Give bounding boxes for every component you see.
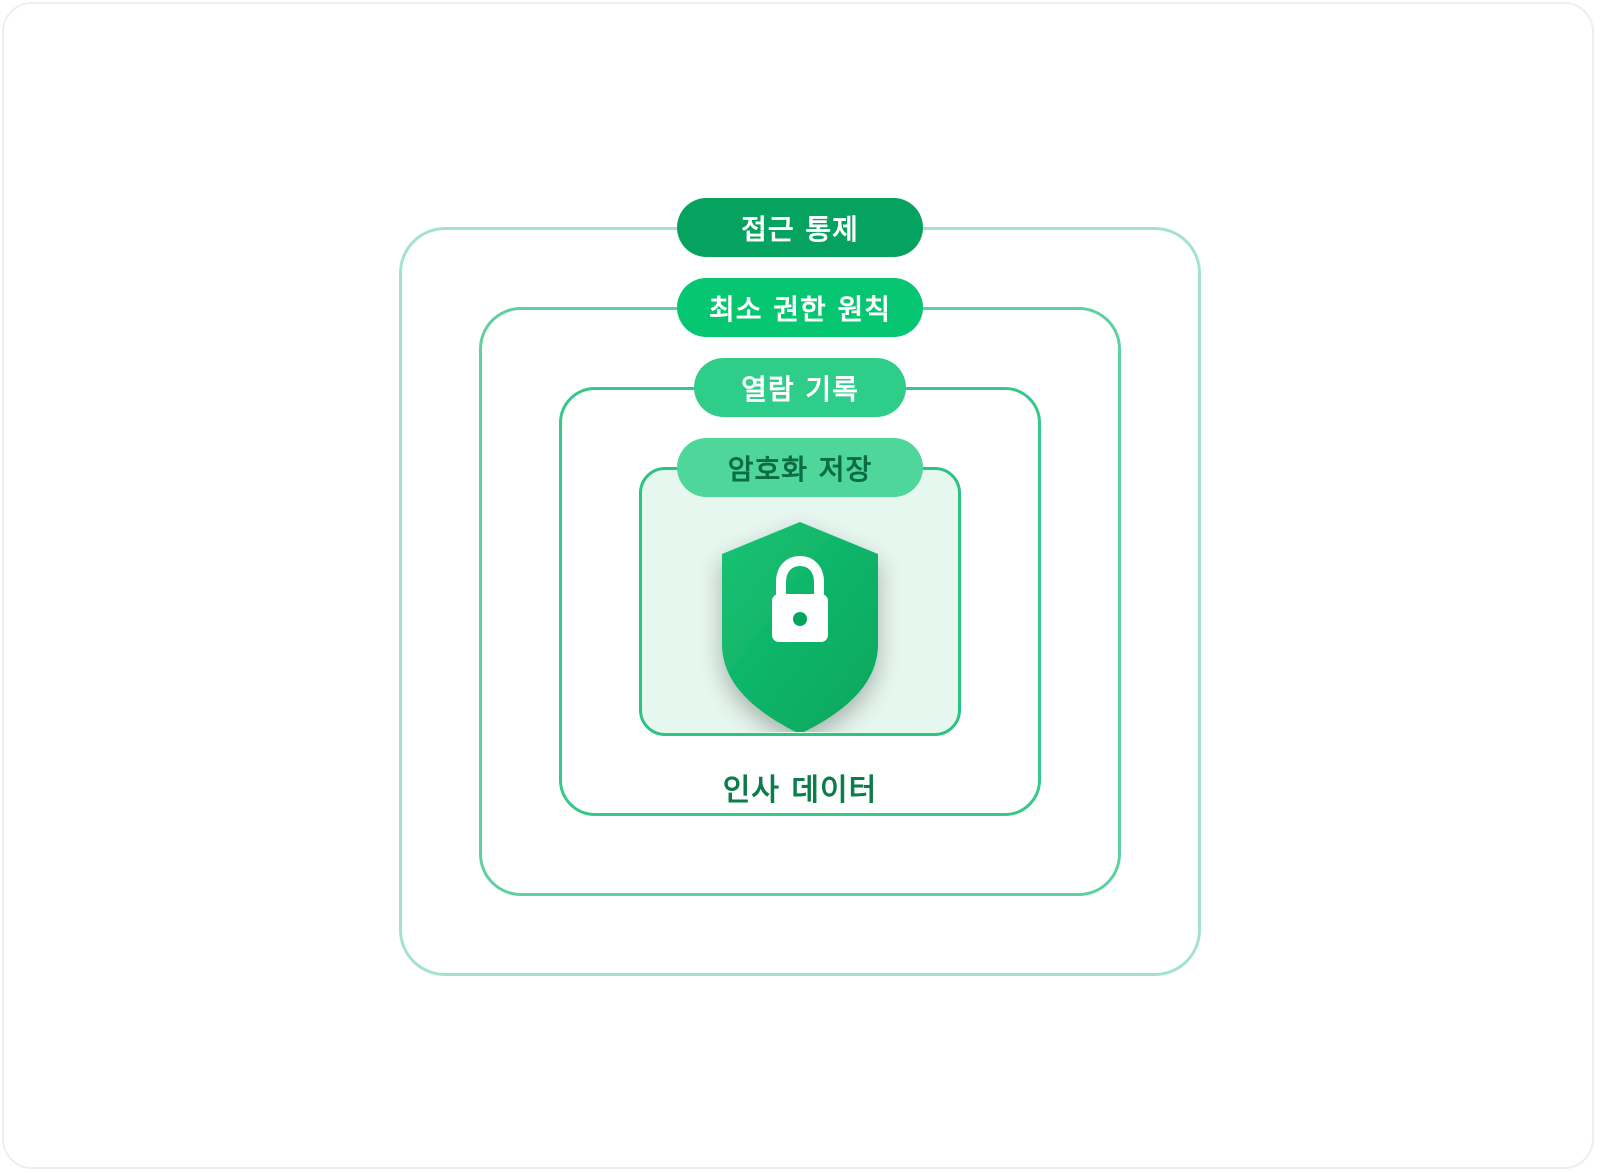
layer-label-least-privilege: 최소 권한 원칙 xyxy=(677,278,923,337)
shield-lock-icon xyxy=(700,512,900,732)
layer-label-encrypted-storage: 암호화 저장 xyxy=(677,438,923,497)
lock-keyhole-icon xyxy=(793,612,807,626)
lock-shackle-icon xyxy=(776,555,824,602)
layer-label-access-logging: 열람 기록 xyxy=(694,358,906,417)
layer-label-access-control: 접근 통제 xyxy=(677,198,923,257)
core-data-label: 인사 데이터 xyxy=(722,773,878,808)
